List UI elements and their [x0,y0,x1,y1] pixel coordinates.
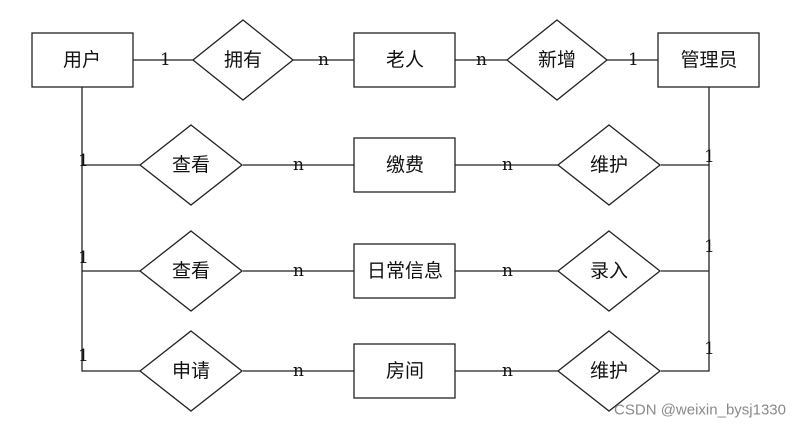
card-input-admin: 1 [704,237,715,257]
rel-view-daily: 查看 [172,260,210,282]
rel-add-diamond [505,19,609,101]
entity-elderly: 老人 [386,49,424,71]
rel-maint-fee: 维护 [590,154,628,176]
card-owns-elderly: n [318,50,329,70]
card-maint-room-admin: 1 [704,339,715,359]
rel-view-fee: 查看 [172,154,210,176]
entity-room-box [353,343,456,399]
line-user-trunk [81,87,140,372]
card-elderly-add: n [476,50,487,70]
rel-apply-room: 申请 [172,360,210,382]
card-maint-fee-admin: 1 [704,147,715,167]
entity-user: 用户 [63,49,101,71]
rel-owns-diamond [191,19,295,101]
watermark: CSDN @weixin_bysj1330 [614,402,786,419]
entity-admin-box [657,32,760,88]
card-user-owns: 1 [160,50,171,70]
card-user-view-daily: 1 [78,248,89,268]
rel-input-daily-diamond [556,230,662,312]
rel-input-daily: 录入 [590,260,628,282]
rel-view-daily-diamond [138,230,244,312]
line-admin-trunk [661,87,710,372]
card-view-fee-fee: n [293,155,304,175]
card-apply-room: n [293,361,304,381]
entity-dailyinfo: 日常信息 [367,260,443,282]
entity-room: 房间 [386,360,424,382]
card-user-apply: 1 [78,346,89,366]
rel-owns: 拥有 [224,49,262,71]
entity-dailyinfo-box [353,243,456,299]
card-add-admin: 1 [628,50,639,70]
entity-user-box [31,32,134,88]
rel-view-fee-diamond [138,124,244,206]
card-info-input: n [502,261,513,281]
rel-maint-room-diamond [556,330,662,412]
rel-apply-room-diamond [138,330,244,412]
entity-elderly-box [353,32,456,88]
rel-maint-fee-diamond [556,124,662,206]
connector-lines [81,59,710,372]
card-room-maint: n [502,361,513,381]
entity-admin: 管理员 [680,49,737,71]
entity-fee: 缴费 [386,154,424,176]
rel-add: 新增 [538,49,576,71]
card-user-view-fee: 1 [78,151,89,171]
entity-fee-box [353,137,456,193]
card-fee-maint: n [502,155,513,175]
card-view-daily-info: n [293,261,304,281]
rel-maint-room: 维护 [590,360,628,382]
